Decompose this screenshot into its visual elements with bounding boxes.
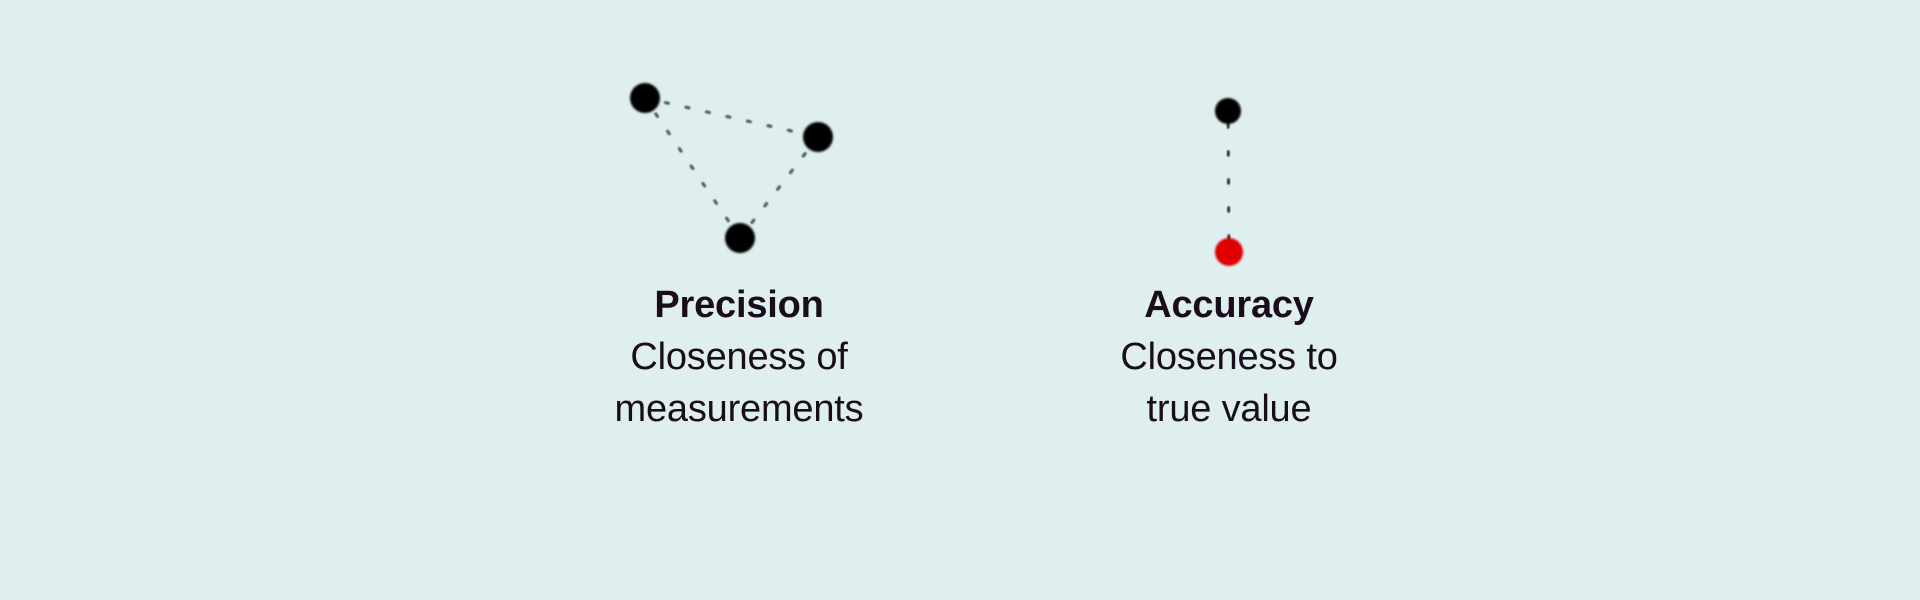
connector-bottom-to-top-left: [643, 96, 742, 240]
precision-measurement-dots: [630, 83, 833, 253]
accuracy-description-line-2: true value: [1146, 388, 1312, 430]
accuracy-connectors: [1226, 122, 1231, 241]
measurement-dot-right: [803, 122, 833, 152]
measurement-dot-bottom: [725, 223, 755, 253]
accuracy-title: Accuracy: [1144, 284, 1314, 326]
precision-description-line-1: Closeness of: [630, 336, 848, 378]
accuracy-points: [1215, 98, 1243, 266]
accuracy-description-line-1: Closeness to: [1120, 336, 1338, 378]
accuracy-offset-diagram: [1215, 98, 1243, 266]
precision-description-line-2: measurements: [614, 388, 864, 430]
measurement-dot: [1215, 98, 1241, 124]
precision-title: Precision: [654, 284, 824, 326]
connector-top-left-to-right: [643, 96, 820, 139]
precision-cluster-diagram: [630, 83, 833, 253]
true-value-dot: [1215, 238, 1243, 266]
connector-right-to-bottom: [738, 135, 820, 240]
connector-measurement-to-true-value: [1226, 122, 1231, 241]
caption-accuracy: Accuracy Closeness to true value: [929, 279, 1529, 435]
measurement-dot-top-left: [630, 83, 660, 113]
precision-connectors: [643, 96, 820, 240]
caption-precision: Precision Closeness of measurements: [439, 279, 1039, 435]
